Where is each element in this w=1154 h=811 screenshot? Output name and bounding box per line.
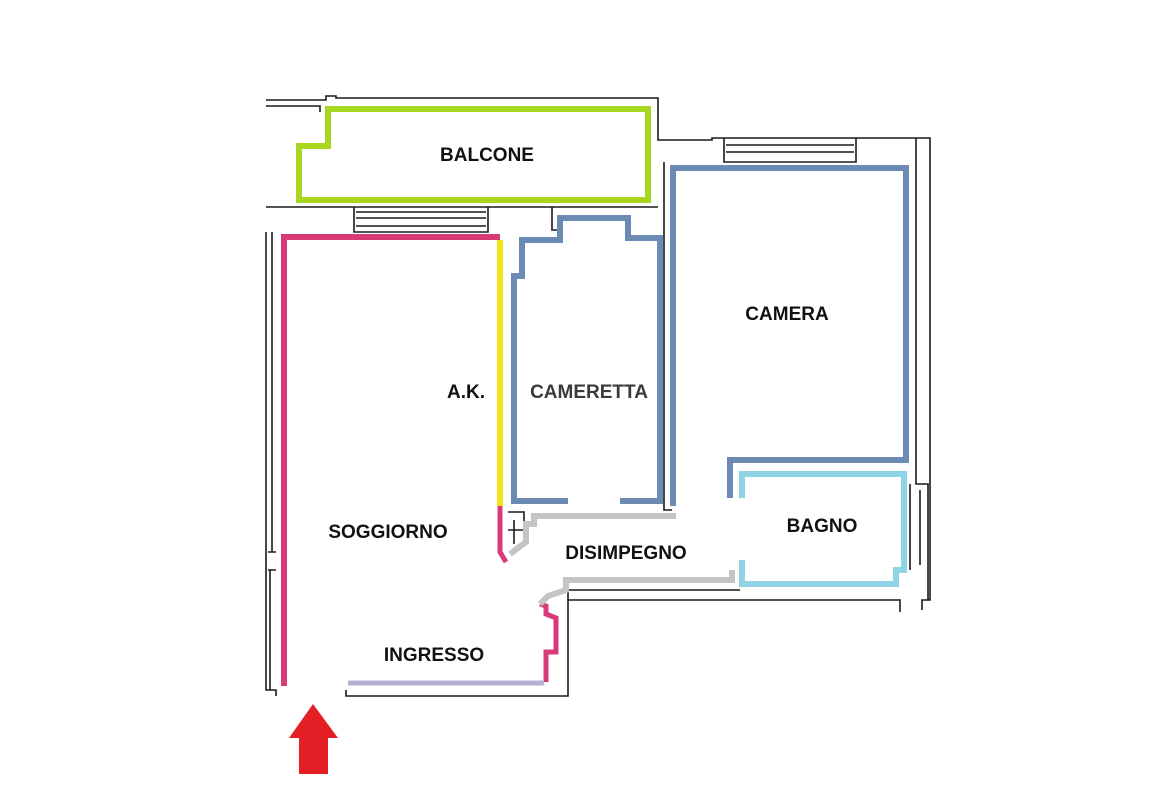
ak-label: A.K. [447,382,485,403]
entrance-arrow-icon [289,704,338,774]
cameretta-label: CAMERETTA [530,382,648,403]
balcone-outline [296,106,651,203]
ingresso-outline [539,601,559,682]
camera-outline [670,165,909,506]
disimpegno-outline-lower [537,570,735,607]
soggiorno-outline-lower [497,506,509,564]
soggiorno-outline [281,234,500,686]
soggiorno-label: SOGGIORNO [328,522,447,543]
bagno-outline [739,471,907,587]
ingresso-label: INGRESSO [384,645,484,666]
bagno-label: BAGNO [787,516,858,537]
disimpegno-label: DISIMPEGNO [565,543,686,564]
disimpegno-outline [508,513,676,557]
balcone-label: BALCONE [440,145,534,166]
walls [265,95,931,697]
cameretta-outline [511,215,663,504]
camera-label: CAMERA [745,304,829,325]
